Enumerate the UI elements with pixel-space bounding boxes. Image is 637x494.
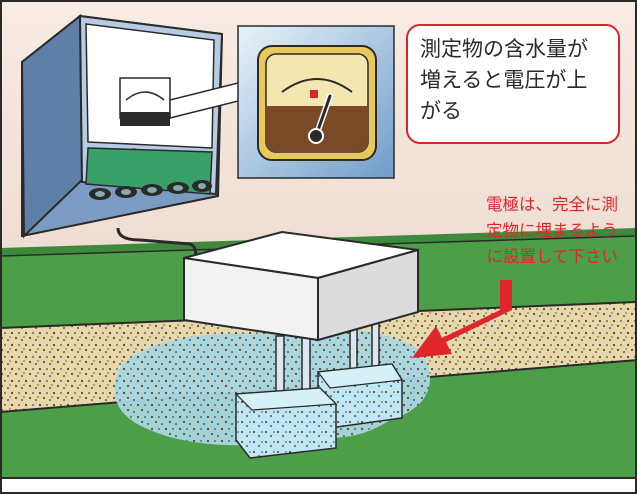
note-line-2: 定物に埋まるよう (486, 221, 618, 240)
installation-note: 電極は、完全に測 定物に埋まるよう に設置して下さい (428, 192, 618, 270)
moisture-meter-device-icon (20, 13, 224, 239)
callout-line-2: 増えると電圧が上 (420, 68, 588, 92)
pointer-arrow-icon (412, 280, 512, 358)
callout-line-1: 測定物の含水量が (420, 37, 588, 61)
note-line-3: に設置して下さい (486, 247, 618, 266)
note-line-1: 電極は、完全に測 (486, 195, 618, 214)
analog-gauge-icon (237, 25, 395, 179)
cable (116, 227, 198, 261)
electrode-blocks (234, 363, 404, 459)
electrode-box-icon (183, 230, 419, 342)
callout-line-3: がる (420, 99, 462, 123)
callout-bubble: 測定物の含水量が 増えると電圧が上 がる (406, 24, 620, 144)
